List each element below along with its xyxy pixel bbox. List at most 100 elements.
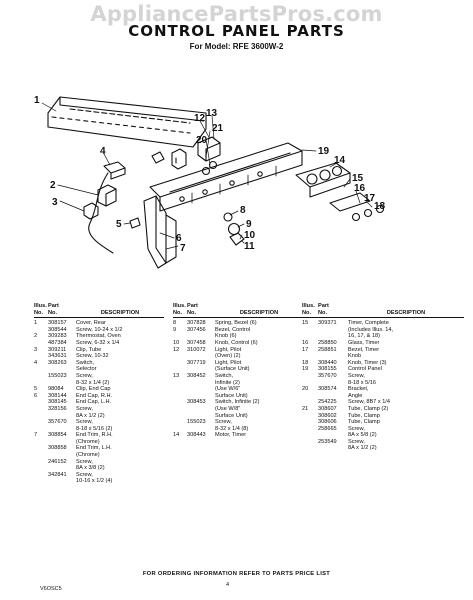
table-header: Illus. No. Part No. DESCRIPTION [302, 303, 464, 319]
description-cell: Light, Pilot (Surface Unit) [215, 359, 250, 373]
description-cell: Screw, 8A x 1/2 (2) [76, 405, 105, 419]
illus-no-cell: 14 [173, 432, 180, 439]
illus-no-cell [34, 340, 48, 347]
description-cell: Screw, 8B7 x 1/4 [348, 399, 390, 406]
illus-no-cell: 16 [302, 339, 309, 346]
part-no-cell: 307456 [187, 326, 206, 333]
table-row: 308544 Screw, 10-24 x 1/2 [34, 327, 164, 334]
end-cap-clip-part [129, 217, 141, 229]
oven-thermostat-part [97, 184, 117, 207]
part-no-cell: 308144 [48, 392, 67, 399]
header-part-no: Part No. [48, 303, 59, 316]
part-no-cell: 308574 [318, 386, 337, 393]
part-no-cell: 309371 [318, 320, 337, 327]
description-cell: Thermostat, Oven [76, 333, 121, 340]
callout-9: 9 [246, 219, 252, 230]
part-no-cell: 309211 [48, 346, 67, 353]
illus-no-cell: 12 [173, 346, 180, 353]
table-header: Illus. No. Part No. DESCRIPTION [173, 303, 303, 319]
illus-no-cell: 13 [173, 372, 180, 379]
illus-no-cell: 5 [34, 386, 38, 393]
part-no-cell: 307828 [187, 320, 206, 327]
rear-cover-part [47, 96, 207, 148]
selector-switch-part [88, 161, 126, 254]
description-cell: Screw, 8A x 1/2 (2) [348, 438, 377, 452]
illus-no-cell: 21 [302, 405, 309, 412]
parts-table-rows: 15 309371 Timer, Complete (Includes Illus.… [302, 320, 464, 452]
ordering-info-footer: FOR ORDERING INFORMATION REFER TO PARTS … [142, 571, 331, 577]
description-cell: Glass, Timer [348, 339, 380, 346]
illus-no-cell: 6 [34, 392, 38, 399]
illus-no-cell [302, 439, 318, 452]
part-no-cell: 98084 [48, 386, 64, 393]
part-no-cell: 487384 [48, 339, 67, 346]
callout-14: 14 [334, 155, 346, 166]
leader-lines [41, 102, 373, 250]
part-no-cell: 308263 [48, 359, 67, 366]
description-cell: Bracket, Angle [348, 386, 369, 399]
header-part-no: Part No. [318, 303, 329, 316]
description-cell: Motor, Timer [215, 432, 247, 439]
description-cell: Light, Pilot (Oven) (2) [215, 346, 242, 360]
description-cell: Clip, End Cap [76, 386, 111, 393]
part-no-cell: 308858 [48, 445, 67, 452]
part-no-cell: 155023 [48, 372, 67, 379]
tube-clip-part [83, 202, 99, 220]
callout-16: 16 [354, 183, 366, 194]
description-cell: Screw, 8-32 x 1/4 (2) [76, 372, 110, 386]
part-no-cell: 307458 [187, 339, 206, 346]
parts-table-column-3: Illus. No. Part No. DESCRIPTION 15 309371… [302, 303, 464, 452]
part-no-cell: 342841 [48, 471, 67, 478]
part-no-cell: 357670 [318, 372, 337, 379]
description-cell: Timer, Complete (Includes Illus. 14, 16,… [348, 320, 394, 340]
illus-no-cell: 3 [34, 346, 38, 353]
part-no-cell: 308443 [187, 432, 206, 439]
illus-no-cell: 10 [173, 339, 180, 346]
table-row: 15 309371 Timer, Complete (Includes Illus.… [302, 320, 464, 340]
part-no-cell: 246152 [48, 458, 67, 465]
watermark: AppliancePartsPros.com [90, 2, 383, 26]
table-row: 5 98084 Clip, End Cap [34, 386, 164, 393]
description-cell: Screw, 10-24 x 1/2 [76, 326, 123, 333]
description-cell: Screw, 10-16 x 1/2 (4) [76, 471, 113, 485]
part-no-cell: 308453 [187, 399, 206, 406]
illus-no-cell [173, 419, 187, 432]
part-no-cell: 308440 [318, 359, 337, 366]
description-cell: Cover, Rear [76, 320, 106, 327]
part-no-cell: 253549 [318, 438, 337, 445]
description-cell: Spring, Bezel (6) [215, 320, 257, 327]
description-cell: Clip, Tube [76, 346, 102, 353]
part-no-cell: 308544 [48, 326, 67, 333]
callout-20: 20 [196, 135, 208, 146]
part-no-cell: 309283 [48, 333, 67, 340]
callout-12: 12 [194, 113, 206, 124]
description-cell: End Cap, L.H. [76, 399, 112, 406]
description-cell: Tube, Clamp (2) [348, 405, 389, 412]
description-cell: Screw, 8-18 x 5/16 (2) [76, 419, 113, 432]
part-no-cell: 308854 [48, 432, 67, 439]
description-cell: Tube, Clamp [348, 419, 380, 426]
illus-no-cell: 15 [302, 320, 309, 327]
description-cell: Control Panel [348, 366, 382, 373]
illus-no-cell [302, 419, 318, 426]
illus-no-cell [302, 399, 318, 406]
